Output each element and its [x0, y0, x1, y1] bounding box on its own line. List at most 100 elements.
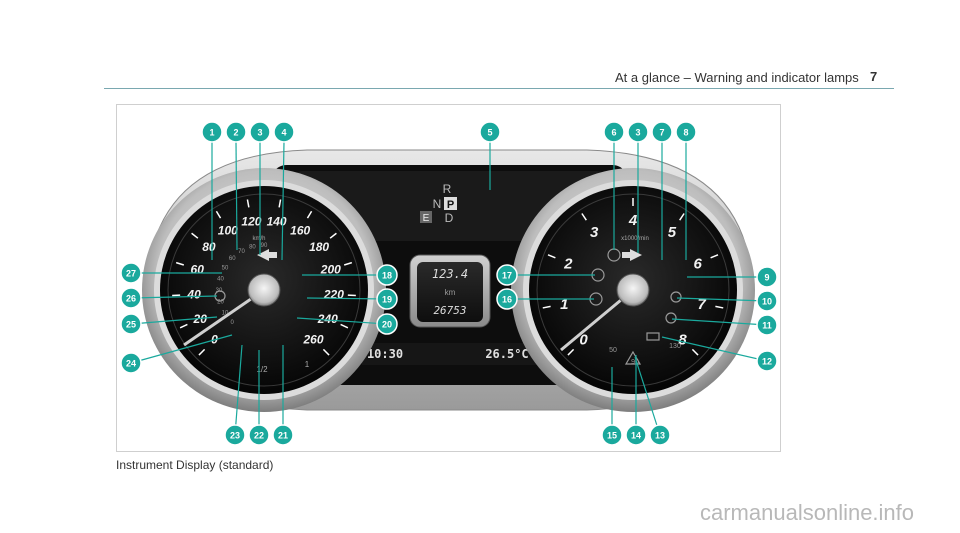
callout-leaders [130, 141, 768, 436]
callout-marker [376, 313, 398, 335]
instrument-display-figure: R N P E D 123.4 km 26753 10:30 26.5°C 02… [116, 104, 781, 452]
callout-number: 16 [502, 295, 512, 305]
speed-inner-label: 50 [222, 266, 229, 272]
callout-number: 3 [635, 128, 640, 138]
speed-tick-label: 80 [202, 240, 216, 254]
tach-tick-mark [691, 348, 699, 356]
speed-tick-label: 40 [186, 287, 201, 301]
tach-tick-mark [715, 305, 724, 309]
callout-marker [224, 424, 246, 446]
gear-r: R [443, 182, 452, 196]
callout-marker [496, 264, 518, 286]
speed-hub [247, 273, 281, 307]
tach-tick-label: 7 [698, 296, 707, 313]
callout-marker [756, 266, 778, 288]
callout-number: 22 [254, 431, 264, 441]
tach-tick-label: 1 [560, 296, 568, 313]
callout-marker [627, 121, 649, 143]
callout-marker [376, 264, 398, 286]
speed-tick-label: 140 [267, 214, 287, 228]
callout-number: 10 [762, 297, 772, 307]
page-number: 7 [870, 69, 878, 84]
callout-number: 18 [382, 271, 392, 281]
speed-tick-mark [343, 261, 353, 266]
callout-marker [625, 424, 647, 446]
callout-marker [120, 313, 142, 335]
callout-marker [603, 121, 625, 143]
tach-tick-label: 8 [678, 332, 687, 349]
callout-number: 6 [611, 128, 616, 138]
tach-tick-label: 6 [694, 256, 703, 273]
speed-tick-mark [278, 199, 282, 208]
gear-p-box [444, 197, 457, 210]
callout-marker [479, 121, 501, 143]
gear-e: E [423, 213, 430, 224]
callout-number: 9 [764, 273, 769, 283]
callout-number: 2 [233, 128, 238, 138]
callout-marker [376, 288, 398, 310]
speed-tick-mark [322, 348, 330, 356]
speed-tick-mark [215, 210, 222, 219]
callout-number: 8 [683, 128, 688, 138]
speed-inner-label: 40 [217, 276, 224, 282]
trip-value: 123.4 [432, 267, 468, 281]
speed-inner-label: 60 [229, 256, 236, 262]
callout-number: 23 [230, 431, 240, 441]
header-title: At a glance – Warning and indicator lamp… [615, 70, 859, 85]
tach-tick-mark [567, 348, 575, 356]
speed-inner-label: 20 [217, 300, 224, 306]
speedometer-tick-labels: 0204060801001201401601802002202402600102… [172, 199, 356, 356]
callout-number: 4 [281, 128, 286, 138]
clock: 10:30 [367, 347, 403, 361]
speed-tick-label: 220 [323, 287, 344, 301]
lamp-park-right-icon [670, 291, 682, 303]
lamp-battery-icon [646, 332, 660, 341]
speed-inner-label: 10 [222, 311, 229, 317]
tach-inner-label: 130 [669, 343, 681, 350]
watermark: carmanualsonline.info [700, 500, 915, 525]
callout-marker [248, 424, 270, 446]
speed-tick-label: 100 [218, 223, 238, 237]
speed-tick-label: 260 [302, 333, 323, 347]
speed-tick-mark [246, 199, 250, 208]
gear-p: P [447, 199, 454, 211]
speed-tick-label: 60 [191, 262, 205, 276]
tach-tick-mark [581, 213, 587, 221]
callout-marker [273, 121, 295, 143]
speed-bottom-left: 1/2 [256, 365, 268, 374]
speed-inner-label: 0 [231, 320, 235, 326]
lamp-brake-right-icon [665, 312, 677, 324]
tach-tick-label: 4 [628, 212, 638, 229]
speed-tick-label: 200 [320, 262, 341, 276]
callout-number: 21 [278, 431, 288, 441]
figure-caption: Instrument Display (standard) [116, 458, 274, 472]
header-rule [104, 88, 894, 89]
instrument-cluster-svg: R N P E D 123.4 km 26753 10:30 26.5°C 02… [120, 121, 778, 446]
page-header: At a glance – Warning and indicator lamp… [0, 0, 960, 100]
tach-unit: x1000/min [621, 236, 649, 242]
callout-marker [651, 121, 673, 143]
speed-unit: km/h [252, 236, 265, 242]
speed-inner-label: 70 [238, 249, 245, 255]
km-unit: km [445, 288, 456, 297]
callout-number: 7 [659, 128, 664, 138]
tach-tick-mark [679, 213, 685, 221]
gear-n: N [433, 197, 442, 211]
speed-tick-mark [329, 232, 337, 239]
tach-tick-mark [547, 254, 556, 259]
tach-tick-label: 0 [579, 332, 588, 349]
tach-tick-label: 5 [668, 224, 677, 241]
callout-number: 27 [126, 269, 136, 279]
gear-e-box [420, 211, 432, 223]
speed-tick-label: 180 [309, 240, 329, 254]
tach-inner-label: 90 [631, 359, 639, 366]
callout-marker [225, 121, 247, 143]
callout-marker [675, 121, 697, 143]
turn-right-arrow-icon [622, 249, 642, 261]
status-bar [362, 343, 537, 365]
speed-tick-mark [198, 348, 206, 356]
callout-number: 17 [502, 271, 512, 281]
